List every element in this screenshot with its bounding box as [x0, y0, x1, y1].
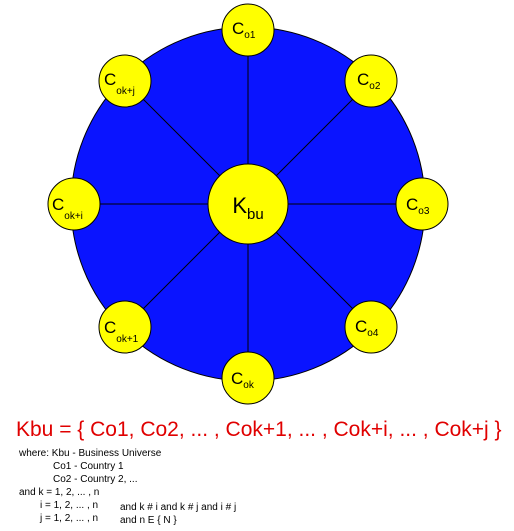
node-circle: [395, 177, 449, 231]
node-label: Co3: [406, 195, 430, 217]
center-node-kbu: Kbu: [207, 163, 289, 245]
legend-j-condition: and n E { N }: [120, 515, 177, 526]
node-circle: [221, 3, 275, 57]
node-co4: Co4: [344, 300, 398, 354]
node-co3: Co3: [395, 177, 449, 231]
node-label: Co1: [232, 19, 256, 41]
node-cok: Cok: [221, 351, 275, 405]
legend-co1-line: Co1 - Country 1: [53, 461, 124, 472]
legend-k-line: and k = 1, 2, ... , n: [19, 487, 100, 498]
legend-i-line: i = 1, 2, ... , n: [40, 500, 99, 511]
node-co1: Co1: [221, 3, 275, 57]
business-universe-diagram: Kbu Co1 Co2 Co3 Co4 Cok Cok+1 Cok+i Cok+…: [47, 3, 449, 405]
center-node-circle: [207, 163, 289, 245]
legend-j-line: j = 1, 2, ... , n: [40, 513, 99, 524]
node-circle: [98, 54, 152, 108]
node-circle: [221, 351, 275, 405]
node-circle: [47, 177, 101, 231]
node-label: Cok+1: [104, 318, 139, 345]
kbu-formula: Kbu = { Co1, Co2, ... , Cok+1, ... , Cok…: [16, 418, 502, 441]
legend-co2-line: Co2 - Country 2, ...: [53, 474, 138, 485]
node-cok-plus-j: Cok+j: [98, 54, 152, 108]
legend-where-line: where: Kbu - Business Universe: [19, 448, 162, 459]
node-label: Co2: [357, 70, 381, 92]
node-cok-plus-i: Cok+i: [47, 177, 101, 231]
node-circle: [344, 54, 398, 108]
node-label: Co4: [355, 317, 379, 339]
node-cok-plus-1: Cok+1: [98, 300, 152, 354]
legend-i-condition: and k # i and k # j and i # j: [120, 502, 237, 513]
node-co2: Co2: [344, 54, 398, 108]
node-circle: [344, 300, 398, 354]
center-node-label: Kbu: [232, 193, 263, 223]
node-label: Cok: [231, 369, 255, 391]
node-circle: [98, 300, 152, 354]
node-label: Cok+i: [52, 195, 83, 222]
node-label: Cok+j: [104, 70, 135, 97]
